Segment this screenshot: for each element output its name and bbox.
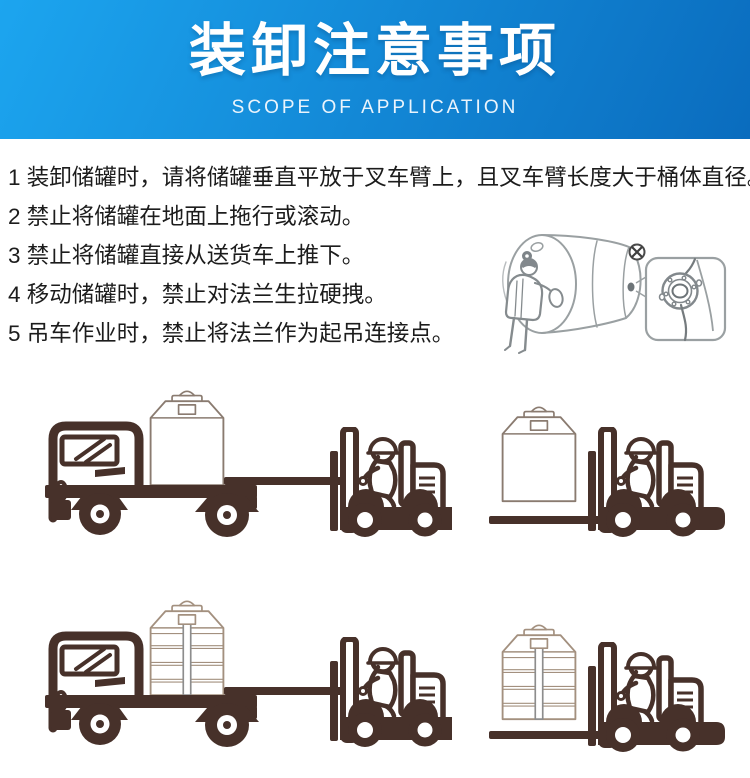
precaution-item-1: 1 装卸储罐时，请将储罐垂直平放于叉车臂上，且叉车臂长度大于桶体直径。 xyxy=(8,165,750,190)
precaution-item-2: 2 禁止将储罐在地面上拖行或滚动。 xyxy=(8,204,365,229)
flange-nub xyxy=(627,282,635,292)
precaution-item-5: 5 吊车作业时，禁止将法兰作为起吊连接点。 xyxy=(8,321,455,346)
scene-forklift-carrying-ribbed-tank xyxy=(489,624,748,764)
page-title: 装卸注意事项 xyxy=(189,19,561,83)
push-tank-prohibited-illustration xyxy=(502,234,727,354)
rope-on-flange xyxy=(679,303,688,342)
scene-truck-forklift-ribbed-tank xyxy=(40,600,452,760)
ribbed-tank xyxy=(149,600,225,697)
scene-truck-forklift-smooth-tank xyxy=(40,390,452,545)
header-banner: 装卸注意事项 SCOPE OF APPLICATION xyxy=(0,0,750,139)
precaution-item-3: 3 禁止将储罐直接从送货车上推下。 xyxy=(8,243,365,268)
flange-bolts xyxy=(663,275,697,307)
forklift-fork xyxy=(224,477,344,485)
forklift xyxy=(588,429,725,533)
forklift-fork xyxy=(489,516,601,524)
prohibition-x-icon xyxy=(628,243,646,261)
scene-forklift-carrying-smooth-tank xyxy=(489,406,748,545)
forklift xyxy=(330,639,452,743)
precaution-item-4: 4 移动储罐时，禁止对法兰生拉硬拽。 xyxy=(8,282,387,307)
smooth-tank xyxy=(501,406,577,503)
flange-closeup-inset xyxy=(644,256,727,342)
forklift-fork xyxy=(224,687,344,695)
forklift xyxy=(588,644,725,748)
callout-leader-lines xyxy=(635,276,647,298)
precautions-list: 1 装卸储罐时，请将储罐垂直平放于叉车臂上，且叉车臂长度大于桶体直径。 2 禁止… xyxy=(8,158,750,353)
smooth-tank xyxy=(149,390,225,487)
forklift-fork xyxy=(489,731,601,739)
worker-pushing-tank xyxy=(504,258,564,354)
forklift xyxy=(330,429,452,533)
ribbed-tank xyxy=(501,624,577,721)
page-subtitle: SCOPE OF APPLICATION xyxy=(231,97,519,118)
